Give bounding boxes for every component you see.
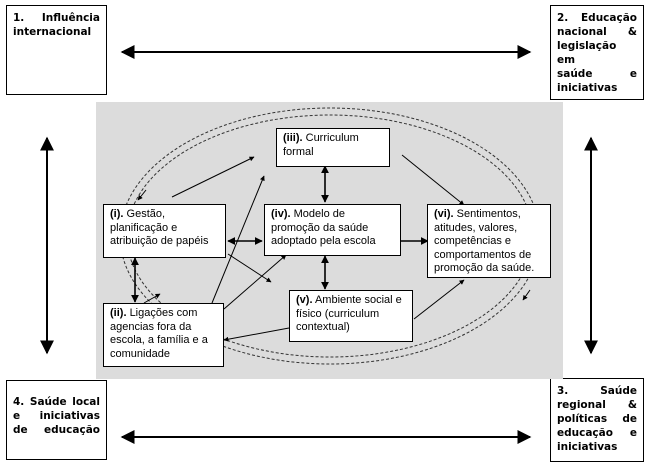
curriculum-to-sentimentos-arrow — [401, 154, 465, 206]
educacao-line4b: e — [629, 68, 637, 80]
gestao-box: (i). Gestão, planificação e atribuição d… — [103, 204, 226, 258]
educacao-line5: iniciativas — [557, 82, 618, 94]
curriculum-formal-box: (iii). Curriculum formal — [276, 128, 390, 167]
influencia-internacional-box: 1. Influência internacional — [6, 5, 107, 95]
gestao-num: (i). — [110, 208, 124, 220]
local-line2b: iniciativas — [39, 410, 100, 422]
curriculum-formal-text: Curriculum formal — [283, 132, 359, 158]
ligacoes-text: Ligações com agencias fora da escola, a … — [110, 307, 208, 360]
ambiente-to-ligacoes-arrow — [223, 327, 290, 342]
regional-line1: Saúde — [600, 385, 637, 397]
ligacoes-num: (ii). — [110, 307, 127, 319]
influencia-line2: internacional — [13, 26, 92, 38]
ambiente-text: Ambiente social e físico (curriculum con… — [296, 294, 402, 333]
regional-line2a: regional — [557, 399, 606, 411]
educacao-line2a: nacional — [557, 26, 607, 38]
regional-line3a: políticas — [557, 413, 608, 425]
local-line2a: e — [13, 410, 21, 422]
ligacoes-box: (ii). Ligações com agencias fora da esco… — [103, 303, 224, 367]
educacao-line2b: & — [627, 26, 637, 38]
ambiente-box: (v). Ambiente social e físico (curriculu… — [289, 290, 413, 342]
local-line3: de educação — [13, 424, 100, 436]
gestao-text: Gestão, planificação e atribuição de pap… — [110, 208, 209, 247]
regional-line4b: e — [629, 427, 637, 439]
dashed-cycle-arrow-right — [522, 289, 531, 301]
regional-line5: iniciativas — [557, 441, 618, 453]
ligacoes-short-arrow — [143, 293, 161, 304]
sentimentos-box: (vi). Sentimentos, atitudes, valores, co… — [427, 204, 551, 278]
educacao-nacional-box: 2. Educação nacional & legislação em saú… — [550, 5, 644, 100]
modelo-text: Modelo de promoção da saúde adoptado pel… — [271, 208, 376, 247]
saude-regional-box: 3. Saúde regional & políticas de educaçã… — [550, 378, 644, 462]
dashed-cycle-arrow-left — [137, 189, 147, 201]
regional-line4a: educação — [557, 427, 613, 439]
modelo-box: (iv). Modelo de promoção da saúde adopta… — [264, 204, 401, 256]
saude-local-box: 4. Saúde local e iniciativas de educação — [6, 380, 107, 460]
ambiente-num: (v). — [296, 294, 313, 306]
ambiente-to-sentimentos-arrow — [413, 279, 465, 320]
sentimentos-num: (vi). — [434, 208, 454, 220]
ligacoes-to-modelo-arrow — [223, 254, 287, 310]
local-line1: 4. Saúde local — [13, 396, 100, 408]
ligacoes-to-curriculum-arrow — [211, 175, 265, 304]
educacao-line1: Educação — [581, 12, 637, 24]
gestao-to-ambiente-arrow — [227, 253, 272, 283]
influencia-num: 1. — [13, 12, 25, 24]
regional-line3b: de — [622, 413, 637, 425]
influencia-line1: Influência — [41, 12, 100, 24]
gestao-to-curriculum-arrow — [171, 156, 255, 198]
regional-num: 3. — [557, 385, 569, 397]
curriculum-formal-num: (iii). — [283, 132, 303, 144]
educacao-line4a: saúde — [557, 68, 593, 80]
modelo-num: (iv). — [271, 208, 291, 220]
educacao-line3: legislação em — [557, 40, 617, 66]
regional-line2b: & — [627, 399, 637, 411]
sentimentos-text: Sentimentos, atitudes, valores, competên… — [434, 208, 535, 274]
educacao-num: 2. — [557, 12, 569, 24]
